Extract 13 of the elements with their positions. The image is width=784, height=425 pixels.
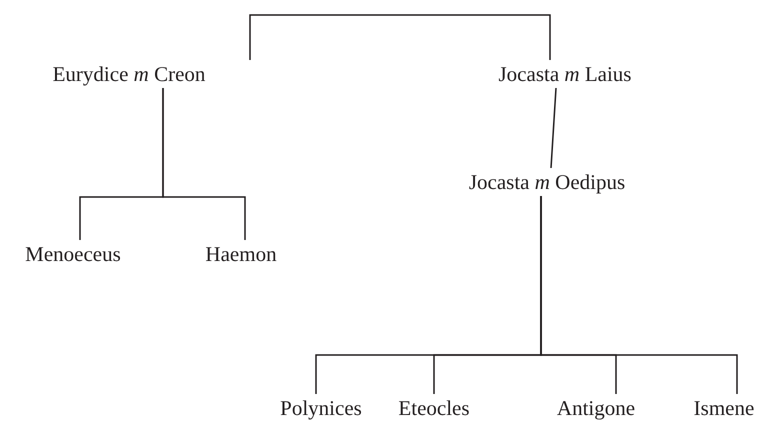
person-name: Antigone bbox=[546, 394, 646, 422]
person-name: Menoeceus bbox=[0, 240, 146, 268]
person-name: Polynices bbox=[268, 394, 374, 422]
family-line bbox=[540, 196, 738, 394]
person-name: Ismene bbox=[676, 394, 772, 422]
family-line bbox=[249, 14, 551, 60]
person-name: Jocasta m Oedipus bbox=[427, 168, 667, 196]
person-name: Haemon bbox=[180, 240, 302, 268]
family-line bbox=[162, 88, 246, 240]
person-name: Jocasta m Laius bbox=[460, 60, 670, 88]
person-name: Eurydice m Creon bbox=[0, 60, 258, 88]
person-name: Eteocles bbox=[380, 394, 488, 422]
family-line bbox=[550, 88, 557, 168]
